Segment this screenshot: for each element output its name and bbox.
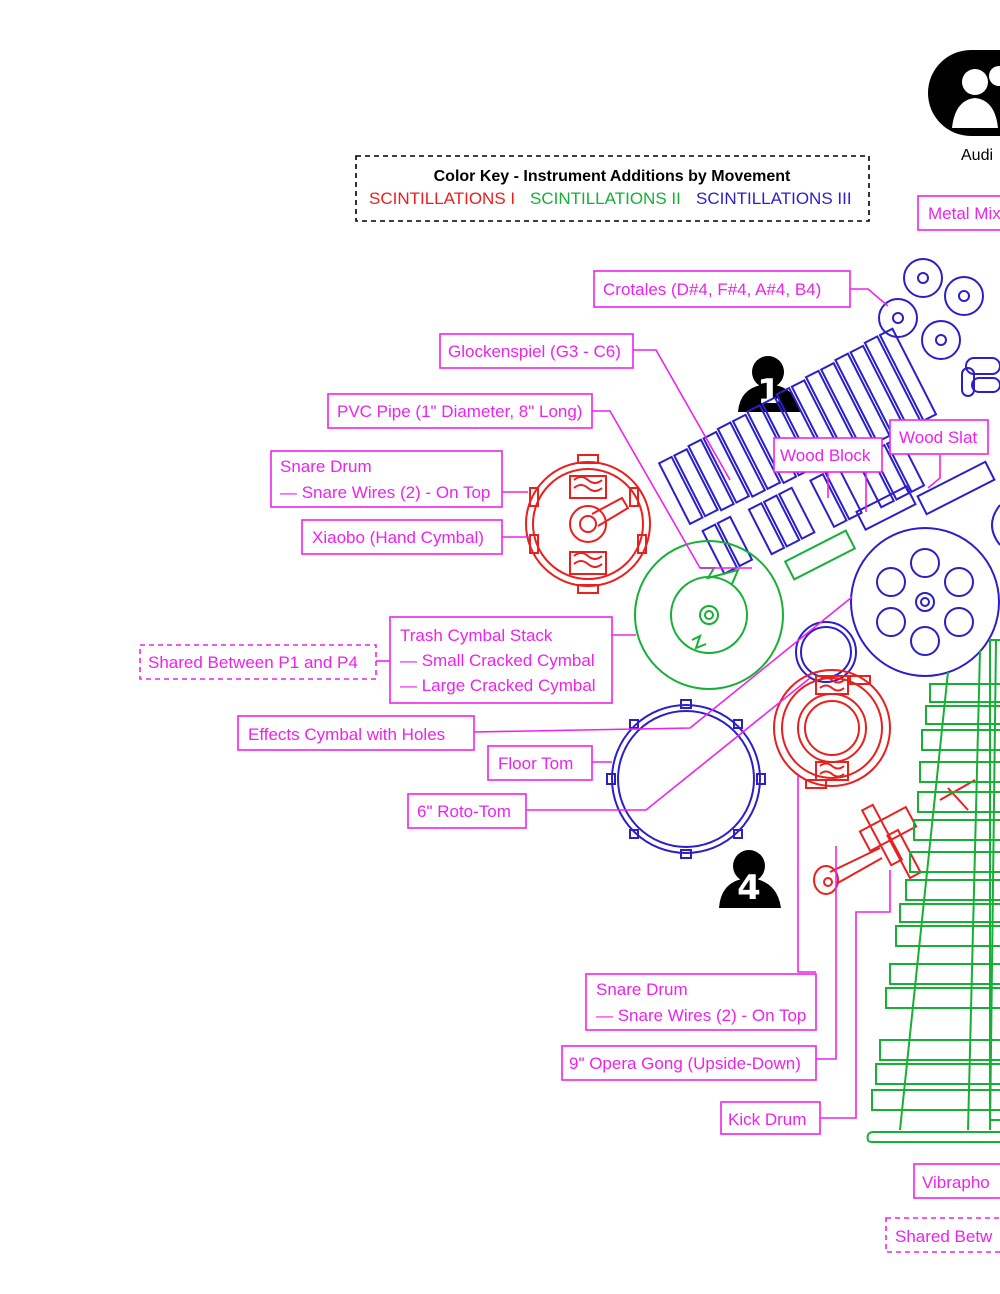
kick-drum-label: Kick Drum bbox=[728, 1110, 806, 1129]
audience-icon: Audi bbox=[928, 50, 1000, 164]
key-movement-1: SCINTILLATIONS I bbox=[369, 189, 515, 208]
crotales-drawing bbox=[878, 258, 984, 360]
label-effects-cymbal: Effects Cymbal with Holes bbox=[237, 715, 475, 751]
key-movement-3: SCINTILLATIONS III bbox=[696, 189, 852, 208]
snare-drum-bottom-label-line-1: Snare Drum bbox=[596, 980, 688, 999]
roto-tom-label: 6" Roto-Tom bbox=[417, 802, 511, 821]
player-1-number: 1 bbox=[757, 372, 781, 412]
color-key-title: Color Key - Instrument Additions by Move… bbox=[434, 168, 791, 185]
label-opera-gong: 9" Opera Gong (Upside-Down) bbox=[561, 1045, 817, 1081]
wood-block-label: Wood Block bbox=[780, 446, 871, 465]
label-kick-drum: Kick Drum bbox=[720, 1101, 821, 1135]
audience-label: Audi bbox=[961, 147, 993, 164]
effects-cymbal-label: Effects Cymbal with Holes bbox=[248, 725, 445, 744]
player-1-icon: 1 bbox=[738, 356, 800, 412]
trash-cymbal-label-line-2: — Small Cracked Cymbal bbox=[400, 651, 595, 670]
snare-drum-top-label-line-1: Snare Drum bbox=[280, 457, 372, 476]
key-movement-2: SCINTILLATIONS II bbox=[530, 189, 681, 208]
wood-slat-label: Wood Slat bbox=[899, 428, 977, 447]
label-shared-p1-p4: Shared Between P1 and P4 bbox=[139, 644, 377, 680]
snare-drum-bottom-label-line-2: — Snare Wires (2) - On Top bbox=[596, 1006, 806, 1025]
label-floor-tom: Floor Tom bbox=[487, 745, 593, 781]
vibraphone-drawing bbox=[866, 639, 1000, 1143]
effects-cymbal-drawing bbox=[850, 527, 1000, 677]
vibraphone-label: Vibrapho bbox=[922, 1173, 990, 1192]
snare-drum-bottom-drawing bbox=[773, 669, 891, 789]
floor-tom-label: Floor Tom bbox=[498, 754, 573, 773]
metal-mix-drawing bbox=[961, 357, 1000, 397]
label-trash-cymbal: Trash Cymbal Stack — Small Cracked Cymba… bbox=[389, 616, 613, 704]
label-glockenspiel: Glockenspiel (G3 - C6) bbox=[439, 333, 634, 369]
label-wood-block: Wood Block bbox=[773, 437, 883, 473]
metal-mix-label: Metal Mix bbox=[928, 204, 1000, 223]
snare-drum-top-label-line-2: — Snare Wires (2) - On Top bbox=[280, 483, 490, 502]
label-snare-drum-top: Snare Drum — Snare Wires (2) - On Top bbox=[270, 450, 503, 508]
label-metal-mix: Metal Mix bbox=[917, 195, 1000, 231]
crotales-label: Crotales (D#4, F#4, A#4, B4) bbox=[603, 280, 821, 299]
opera-gong-drawing bbox=[813, 779, 976, 895]
opera-gong-label: 9" Opera Gong (Upside-Down) bbox=[569, 1054, 801, 1073]
label-xiaobo: Xiaobo (Hand Cymbal) bbox=[301, 519, 503, 555]
label-shared-bottom: Shared Betw bbox=[885, 1217, 1000, 1253]
trash-cymbal-label-line-3: — Large Cracked Cymbal bbox=[400, 676, 596, 695]
label-vibraphone: Vibrapho bbox=[913, 1163, 1000, 1199]
shared-bottom-label: Shared Betw bbox=[895, 1227, 993, 1246]
leader-lines bbox=[376, 288, 941, 1119]
floor-tom-drawing bbox=[606, 699, 766, 859]
glockenspiel-label: Glockenspiel (G3 - C6) bbox=[448, 342, 621, 361]
label-snare-drum-bottom: Snare Drum — Snare Wires (2) - On Top bbox=[585, 973, 817, 1031]
label-wood-slat: Wood Slat bbox=[889, 419, 989, 455]
trash-cymbal-label-line-1: Trash Cymbal Stack bbox=[400, 626, 553, 645]
label-crotales: Crotales (D#4, F#4, A#4, B4) bbox=[593, 270, 851, 308]
label-roto-tom: 6" Roto-Tom bbox=[407, 793, 527, 829]
label-pvc-pipe: PVC Pipe (1" Diameter, 8" Long) bbox=[327, 393, 593, 429]
color-key: Color Key - Instrument Additions by Move… bbox=[355, 155, 870, 222]
snare-drum-top-drawing bbox=[525, 454, 651, 594]
wood-block-drawing bbox=[855, 485, 917, 531]
pvc-pipe-label: PVC Pipe (1" Diameter, 8" Long) bbox=[337, 402, 582, 421]
player-4-number: 4 bbox=[737, 868, 761, 908]
wood-slat-drawing bbox=[916, 460, 996, 516]
player-4-icon: 4 bbox=[719, 850, 781, 908]
blue-edge-drum-drawing bbox=[991, 504, 1000, 546]
pvc-pipe-drawing bbox=[783, 529, 857, 581]
xiaobo-label: Xiaobo (Hand Cymbal) bbox=[312, 528, 484, 547]
trash-cymbal-drawing bbox=[634, 540, 784, 690]
shared-p1-p4-label: Shared Between P1 and P4 bbox=[148, 653, 358, 672]
